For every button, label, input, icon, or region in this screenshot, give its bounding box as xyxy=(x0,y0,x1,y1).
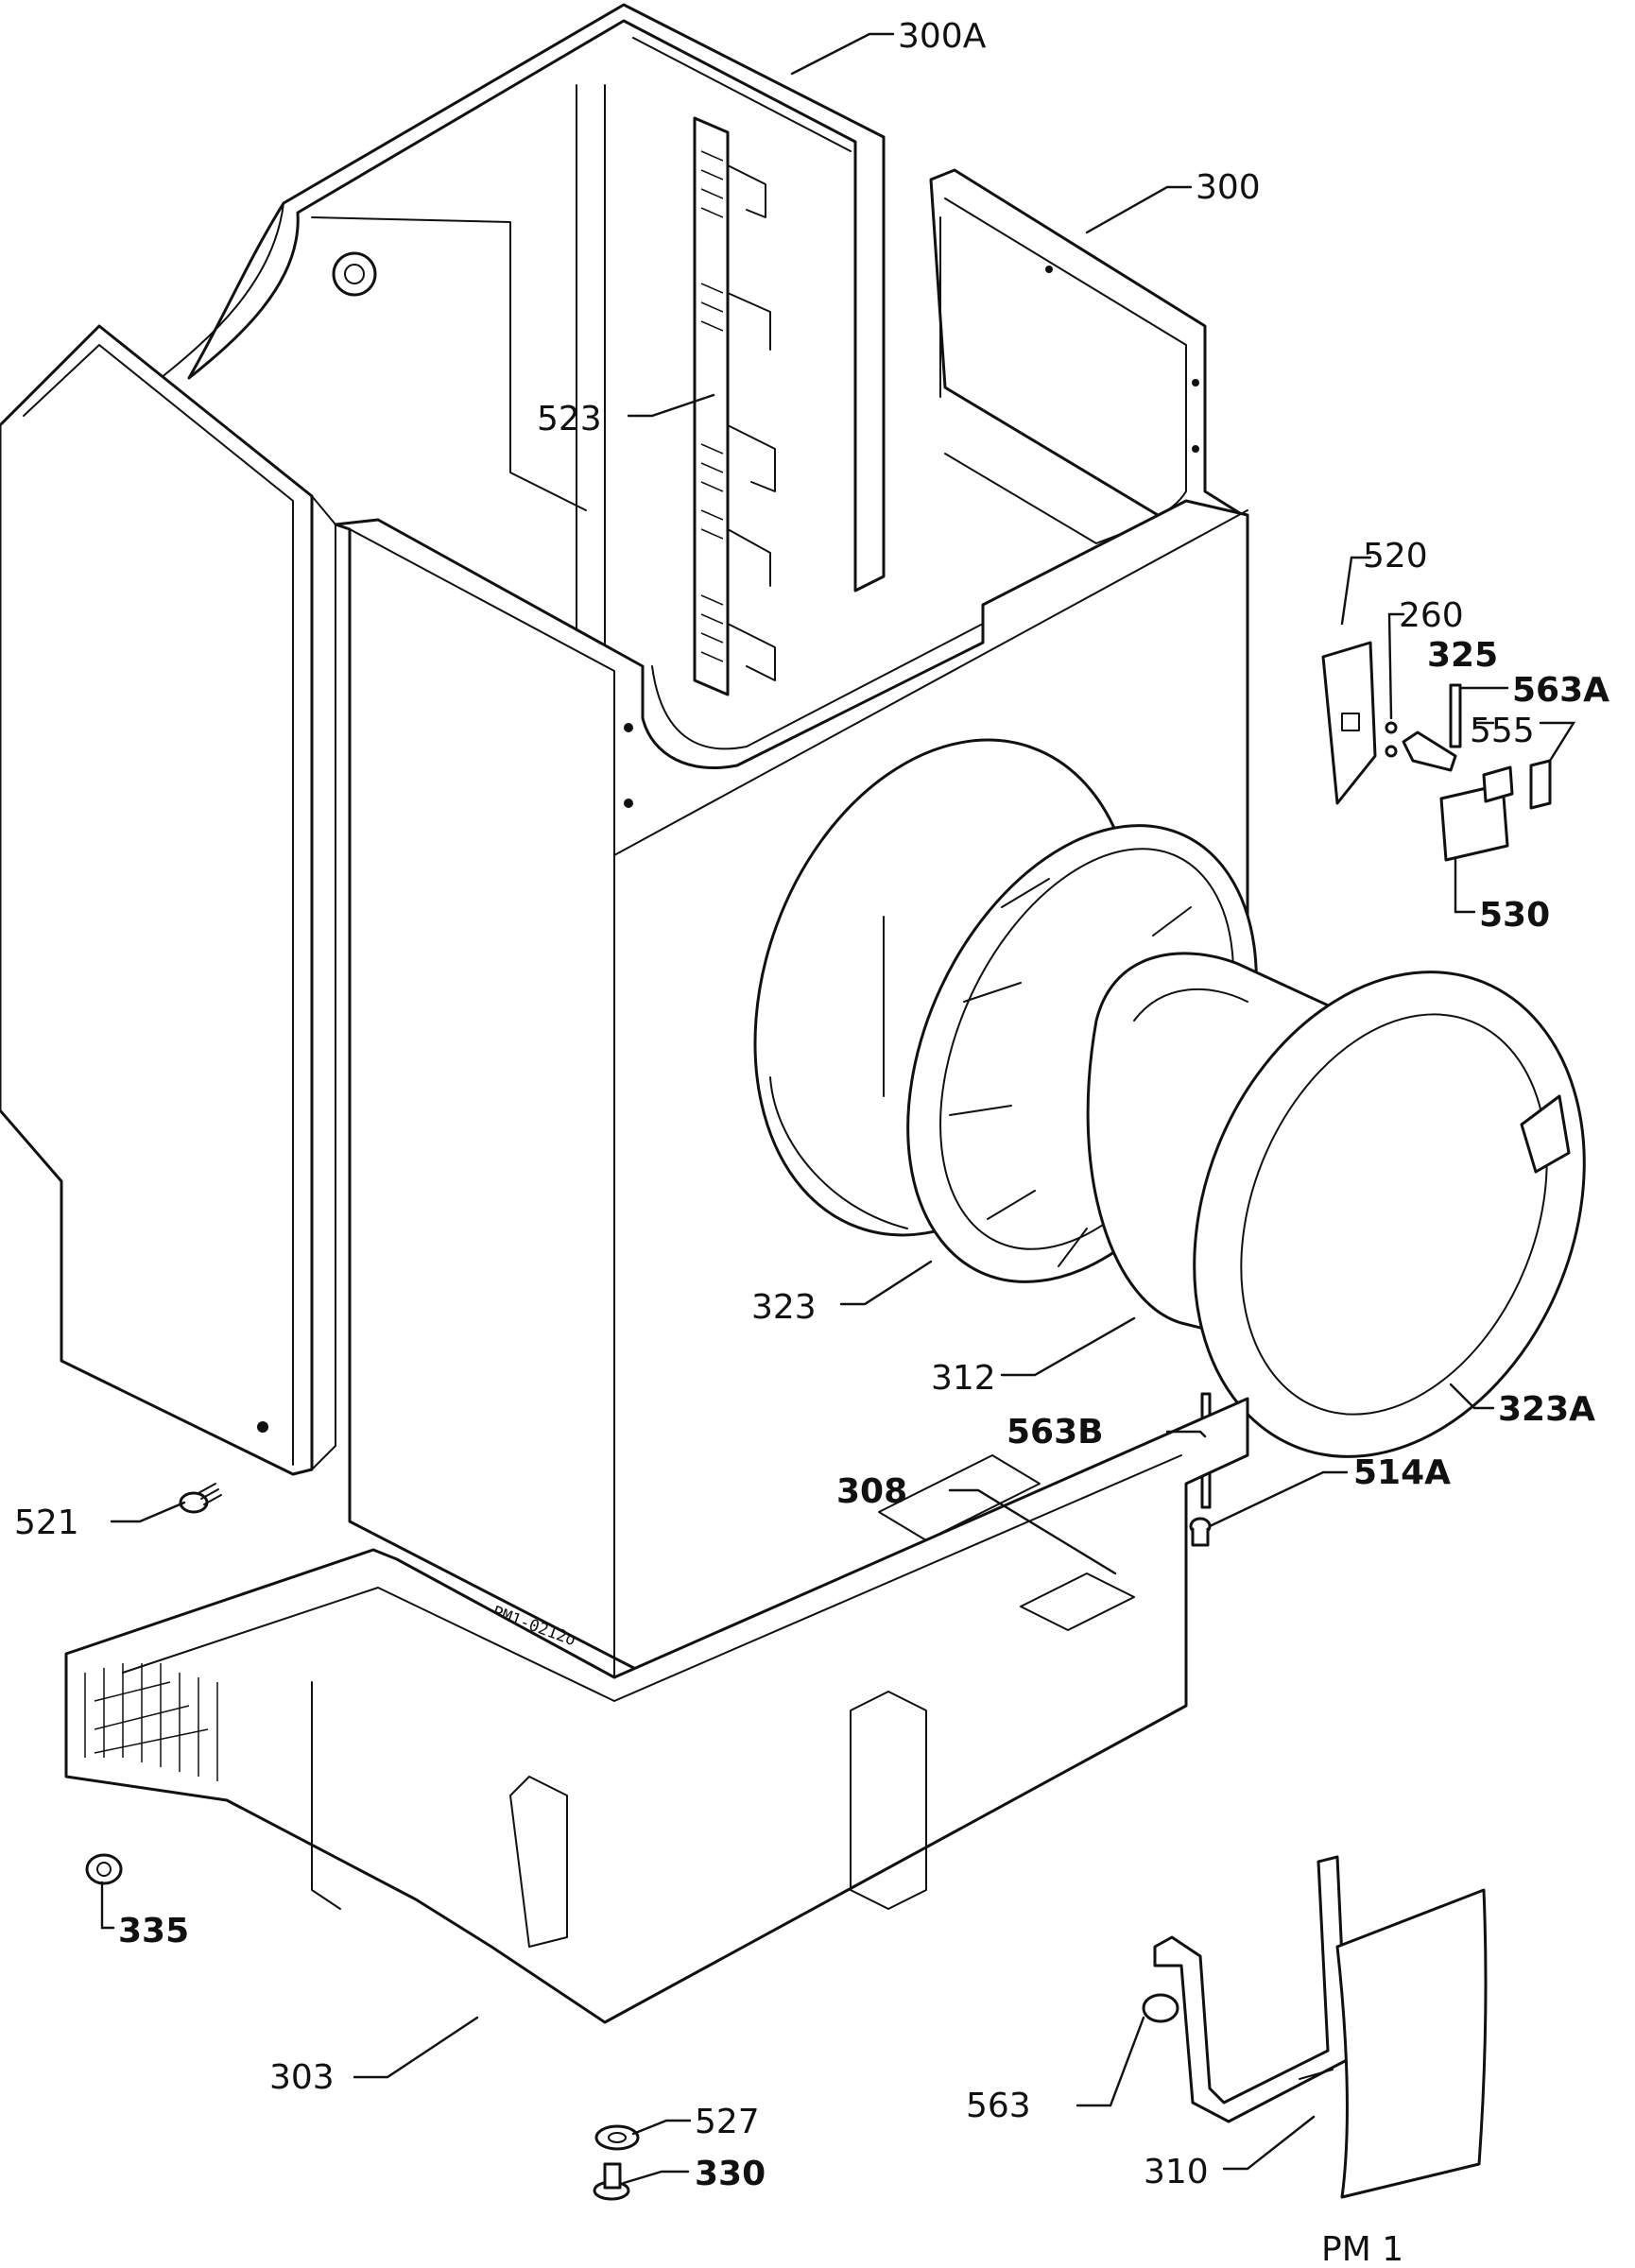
label-323A: 323A xyxy=(1498,1390,1595,1429)
label-330: 330 xyxy=(695,2155,766,2193)
cover-310 xyxy=(1299,1888,1488,2199)
clip-555 xyxy=(1529,759,1552,810)
foot-335 xyxy=(85,1853,123,1885)
label-514A: 514A xyxy=(1353,1453,1451,1492)
label-323: 323 xyxy=(751,1288,817,1327)
label-521: 521 xyxy=(14,1503,79,1542)
door-323A xyxy=(1193,971,1586,1458)
label-527: 527 xyxy=(695,2103,760,2141)
label-300A: 300A xyxy=(898,17,987,56)
label-260: 260 xyxy=(1399,596,1464,635)
spring-260 xyxy=(1385,721,1398,758)
label-530: 530 xyxy=(1479,896,1550,935)
label-555: 555 xyxy=(1470,712,1535,750)
label-563: 563 xyxy=(966,2087,1031,2125)
label-308: 308 xyxy=(836,1472,907,1511)
hook-530 xyxy=(1439,765,1514,862)
drawing-reference: PM 1 xyxy=(1321,2230,1403,2268)
label-520: 520 xyxy=(1363,537,1428,576)
pin-563A xyxy=(1449,683,1462,748)
label-310: 310 xyxy=(1144,2153,1209,2191)
label-563A: 563A xyxy=(1512,671,1609,710)
latch-325 xyxy=(1402,730,1457,772)
vent-strip-523 xyxy=(693,116,776,696)
callout-labels: 300A 300 523 520 260 325 563A 555 530 32… xyxy=(14,17,1609,2268)
label-300: 300 xyxy=(1196,168,1261,207)
door-lock-520 xyxy=(1321,641,1377,805)
label-312: 312 xyxy=(931,1359,996,1398)
label-325: 325 xyxy=(1427,636,1498,675)
label-303: 303 xyxy=(269,2058,335,2097)
washer-527 xyxy=(594,2124,640,2151)
base-frame-303 xyxy=(64,1397,1249,2024)
label-523: 523 xyxy=(537,400,602,438)
label-335: 335 xyxy=(118,1912,189,1950)
bracket-563 xyxy=(1142,1855,1349,2123)
left-side-panel xyxy=(0,324,336,1476)
screw-514A xyxy=(1189,1517,1212,1547)
label-563B: 563B xyxy=(1007,1413,1104,1452)
screw-330 xyxy=(593,2162,630,2201)
screw-521 xyxy=(179,1483,222,1514)
leader-lines xyxy=(100,32,1576,2185)
